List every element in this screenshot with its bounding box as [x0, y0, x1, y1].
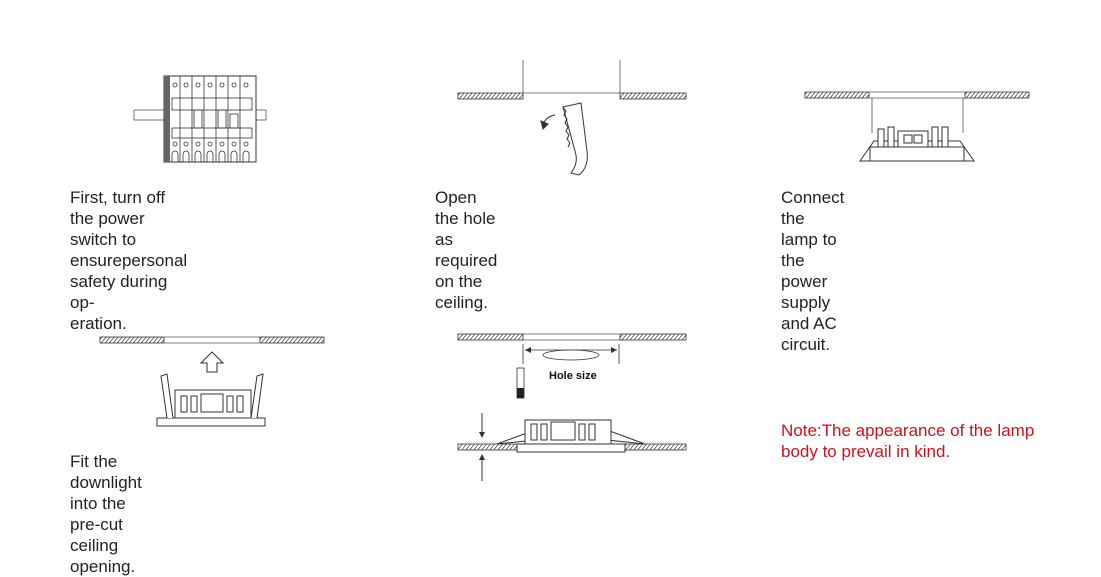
note-text: Note:The appearance of the lamp body to … [781, 421, 1035, 461]
downlight-icon [804, 91, 1030, 162]
ceiling-panel [457, 92, 524, 100]
step-2-caption: Open the hole as required on the ceiling… [435, 188, 498, 312]
saw-blade-icon [516, 367, 525, 399]
hole-size-label: Hole size [549, 370, 597, 382]
saw-icon [540, 102, 588, 176]
step-1-caption: First, turn off the power switch to ensu… [70, 188, 188, 333]
fit-downlight-illustration [99, 336, 325, 427]
breaker-icon [133, 75, 267, 163]
hole-size-illustration: Hole size [457, 333, 687, 481]
step-3-caption: Connect the lamp to the power supply and… [781, 188, 845, 354]
step-4-caption: Fit the downlight into the pre-cut ceili… [70, 452, 142, 576]
up-arrow-icon [199, 351, 225, 373]
ceiling-cut-illustration [457, 60, 687, 176]
